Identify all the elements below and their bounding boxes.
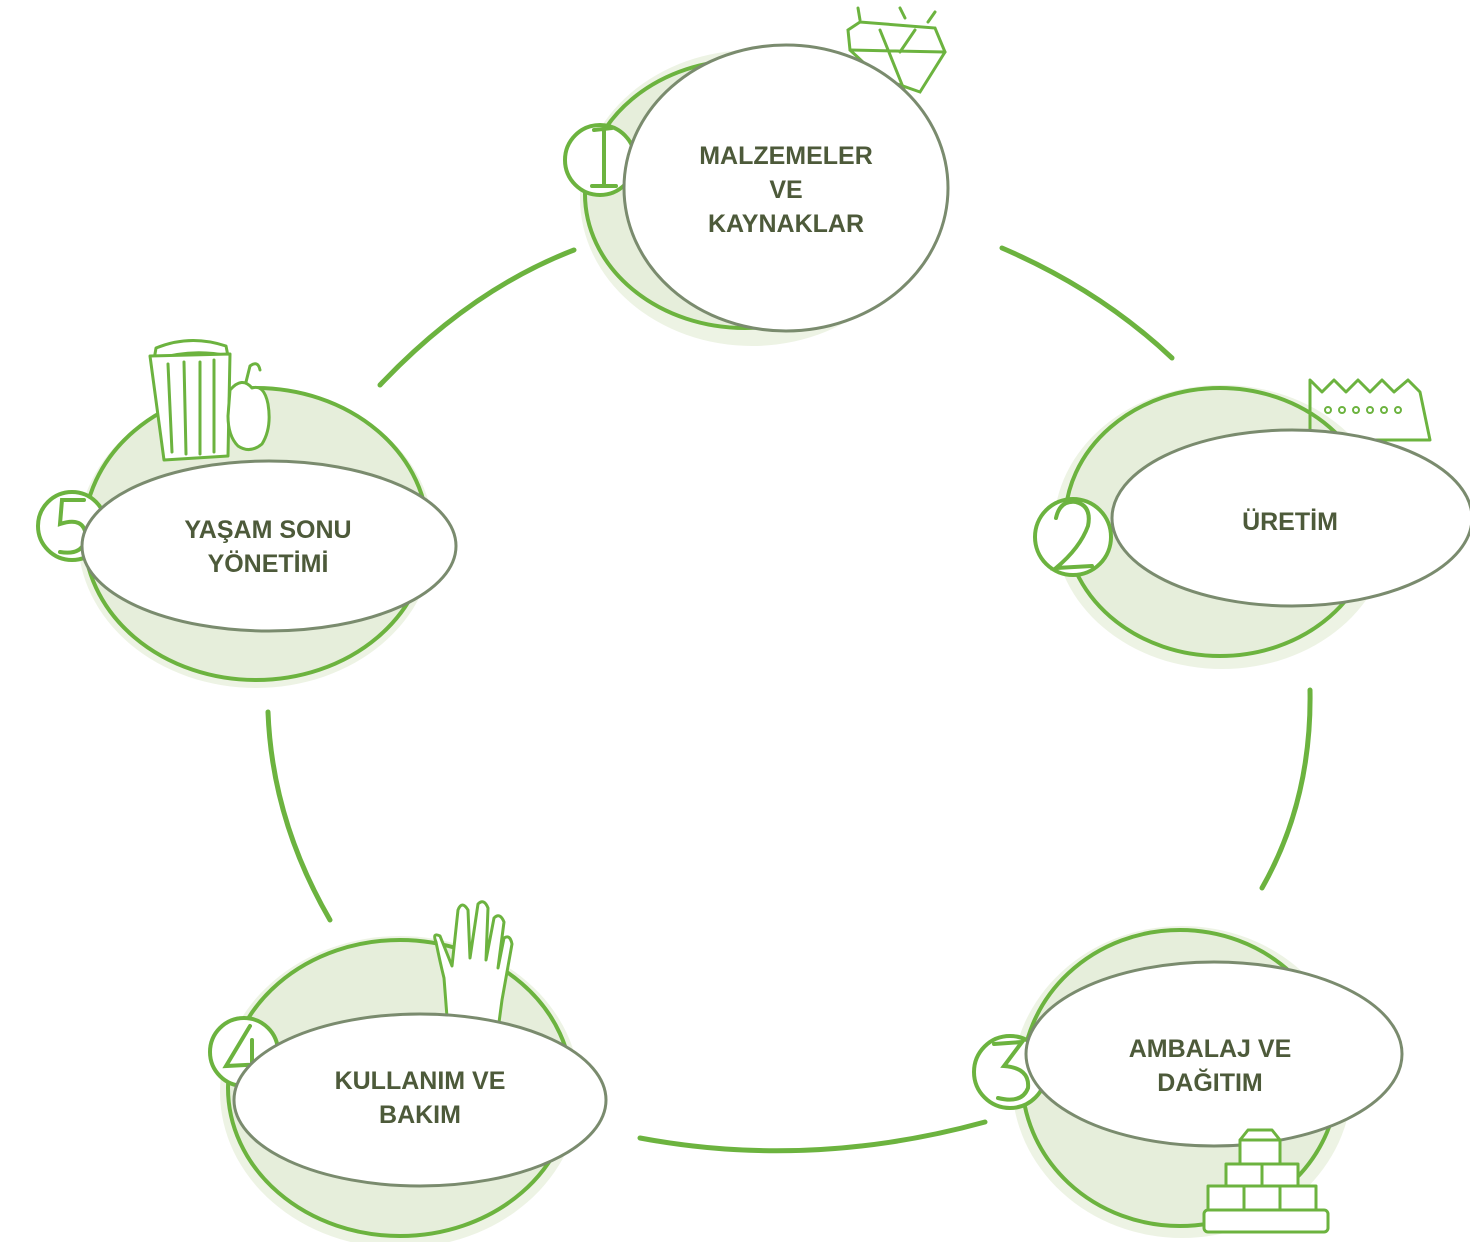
stage-2-oval (1110, 428, 1470, 608)
trash-can-icon (148, 338, 271, 462)
cycle-connectors (265, 245, 1313, 1154)
number-1-glyph (590, 126, 618, 188)
number-2-glyph (1050, 499, 1094, 571)
stage-5-oval (80, 459, 458, 633)
stage-4 (208, 900, 608, 1242)
hand-icon (433, 900, 514, 1032)
stage-4-oval (232, 1012, 608, 1188)
number-3-glyph (992, 1039, 1031, 1102)
stage-1-oval (622, 43, 950, 333)
connector-2-3 (1259, 687, 1313, 891)
stage-3 (972, 926, 1404, 1238)
connector-1-2 (999, 245, 1175, 361)
boxes-icon (1202, 1128, 1330, 1234)
diamond-icon (846, 6, 947, 94)
factory-icon (1308, 378, 1432, 442)
connector-3-4 (637, 1119, 988, 1154)
connector-4-5 (265, 709, 333, 923)
connector-5-1 (377, 247, 577, 388)
stage-5 (36, 338, 458, 688)
stage-3-oval (1024, 960, 1404, 1148)
stage-2-number-badge (1033, 497, 1113, 577)
stage-1 (563, 6, 950, 346)
stage-2 (1033, 378, 1470, 669)
